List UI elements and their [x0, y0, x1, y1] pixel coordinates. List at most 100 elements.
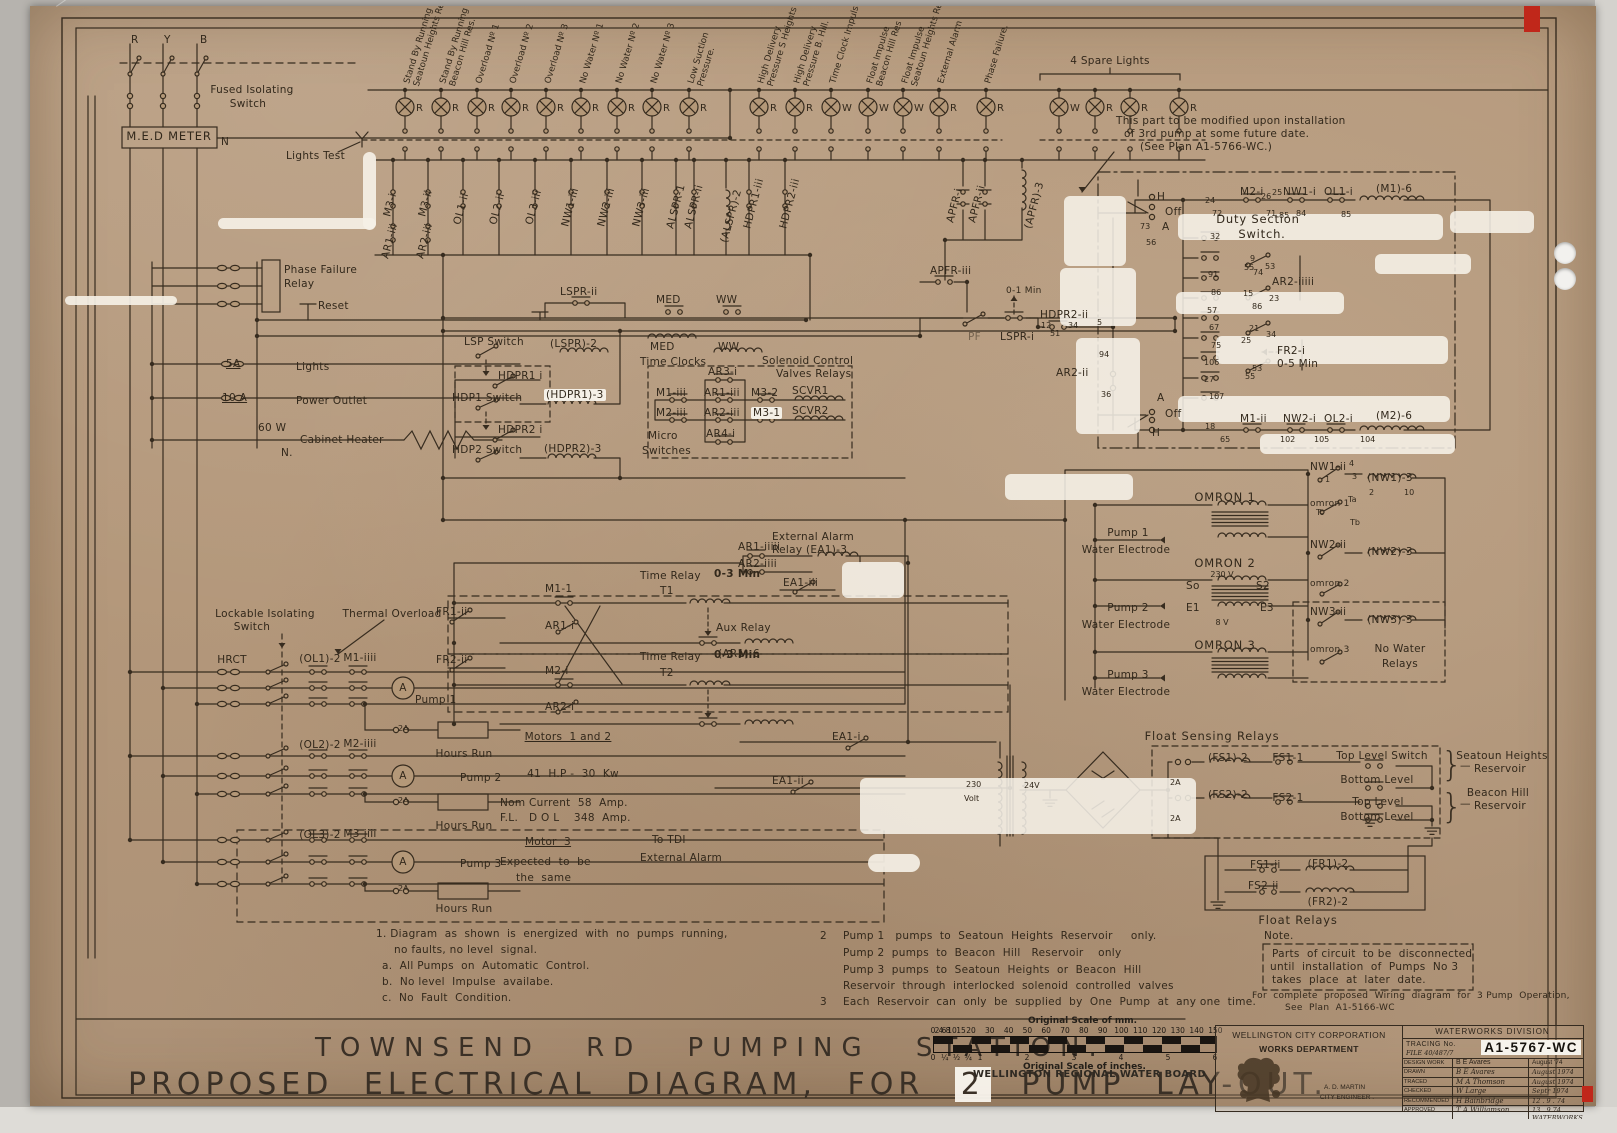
approval-row-signature: W Large	[1453, 1087, 1529, 1096]
svg-text:R: R	[522, 103, 529, 114]
scale-mm-tick: 8	[945, 1026, 951, 1035]
diagram-label: Time Clocks	[640, 356, 707, 368]
approval-row-date: August 1974	[1532, 1068, 1574, 1077]
svg-text:R: R	[557, 103, 564, 114]
diagram-label: 4	[1349, 459, 1355, 468]
svg-text:R: R	[950, 103, 957, 114]
approval-row-date: August '74	[1532, 1059, 1563, 1066]
scale-in-tick: 2	[1024, 1053, 1030, 1062]
scanner-edge-right	[1595, 0, 1617, 1133]
diagram-label: F.L. D O L 348 Amp.	[500, 812, 631, 824]
diagram-label: omron 1	[1310, 499, 1350, 509]
svg-text:W: W	[879, 103, 889, 114]
diagram-label: Reservoir	[1473, 800, 1527, 812]
scale-mm-tick: 30	[985, 1026, 995, 1035]
approval-row-signature: H Bainbridge	[1453, 1096, 1529, 1105]
svg-text:Phase Failure.: Phase Failure.	[983, 24, 1010, 85]
title-block: WELLINGTON CITY CORPORATION WORKS DEPART…	[1215, 1025, 1584, 1119]
diagram-label: (M1)-6	[1376, 183, 1413, 195]
diagram-label: Motors 1 and 2	[524, 731, 612, 743]
water-board-stamp: WELLINGTON REGIONAL WATER BOARD	[973, 1069, 1207, 1080]
scale-in-tick: 1	[977, 1053, 983, 1062]
approval-row-label: DRAWN	[1402, 1068, 1453, 1077]
diagram-label: FS2-1	[1272, 792, 1304, 804]
diagram-label: 106	[1204, 358, 1220, 367]
approval-row-signature: M A Thomson	[1453, 1077, 1529, 1087]
diagram-label: M2-iiii	[343, 738, 377, 750]
diagram-label: Parts of circuit to be disconnected	[1272, 948, 1473, 960]
diagram-label: 2A	[398, 884, 409, 893]
approval-row-label: DESIGN WORK	[1402, 1059, 1453, 1068]
diagram-label: 74	[1253, 268, 1264, 277]
diagram-label: M2-i	[1240, 186, 1264, 198]
scale-mm-tick: 90	[1097, 1026, 1108, 1035]
diagram-label: Pump 2	[1107, 602, 1149, 614]
diagram-label: 23	[1269, 294, 1280, 303]
diagram-label: EA1-ii	[772, 775, 804, 787]
diagram-label: H	[1152, 427, 1161, 439]
diagram-label: omron 2	[1310, 579, 1350, 589]
diagram-label: Lockable Isolating	[215, 608, 315, 620]
diagram-label: AR2-iiii	[738, 558, 778, 570]
diagram-label: 86	[1211, 288, 1222, 297]
diagram-label: AR1-iii	[704, 387, 740, 399]
diagram-label: Time Relay	[640, 651, 701, 663]
diagram-label: 56	[1146, 238, 1157, 247]
diagram-label: Switch	[233, 621, 271, 633]
diagram-label: (See Plan A1-5766-WC.)	[1140, 141, 1273, 153]
diagram-label: OMRON 1	[1194, 490, 1256, 504]
diagram-label: the same	[516, 872, 572, 884]
city-crest	[1237, 1057, 1280, 1102]
diagram-label: 25	[1272, 188, 1283, 197]
diagram-label: External Alarm	[772, 531, 854, 543]
diagram-label: Float Sensing Relays	[1144, 729, 1280, 743]
approval-row-signature: B E Avares	[1453, 1068, 1529, 1077]
diagram-label: 5A	[226, 358, 241, 370]
diagram-label: Beacon Hill	[1466, 787, 1530, 799]
diagram-label: NW3-ii	[1310, 606, 1347, 618]
diagram-label: Cabinet Heater	[300, 434, 384, 446]
diagram-label: AR2-ii	[1056, 367, 1089, 379]
svg-text:W: W	[1070, 103, 1080, 114]
diagram-label: B	[200, 34, 208, 46]
tracing-number: A1-5767-WC	[1481, 1040, 1581, 1055]
diagram-label: 24V	[1024, 781, 1040, 790]
diagram-label: 57	[1207, 306, 1218, 315]
diagram-label: Ta	[1348, 495, 1357, 504]
scale-in-tick: ¾	[964, 1053, 972, 1062]
diagram-label: 27	[1204, 375, 1215, 384]
diagram-label: H	[1157, 191, 1166, 203]
whiteout-patch	[1005, 474, 1133, 500]
diagram-label: 72	[1212, 209, 1223, 218]
scale-in-tick: 3	[1071, 1053, 1077, 1062]
diagram-label: 86	[1252, 302, 1263, 311]
diagram-label: FS1-1	[1272, 752, 1304, 764]
whiteout-patch	[1176, 292, 1344, 314]
approval-row-date: Septr 1974	[1532, 1087, 1569, 1096]
diagram-label: T2	[660, 667, 674, 679]
svg-text:Float ImpulseBeacon Hill Res: Float ImpulseBeacon Hill Res	[865, 17, 904, 88]
diagram-label: Valves Relays	[776, 368, 852, 380]
diagram-label: 2	[1369, 488, 1375, 497]
diagram-label: Micro	[648, 430, 678, 442]
approval-row-date: August 1974	[1532, 1077, 1574, 1086]
diagram-label: FR1-ii	[436, 606, 468, 618]
svg-text:R: R	[770, 103, 777, 114]
diagram-label: 12	[1041, 321, 1052, 330]
red-corner-mark	[1582, 1086, 1593, 1102]
diagram-label: Switch.	[1238, 227, 1286, 241]
diagram-label: (LSPR)-2	[550, 338, 598, 350]
diagram-label: 10 A	[222, 392, 248, 404]
diagram-label: 105	[1314, 435, 1330, 444]
diagram-label: NW2-i	[1283, 413, 1317, 425]
diagram-label: a. All Pumps on Automatic Control.	[382, 960, 590, 972]
diagram-label: Power Outlet	[296, 395, 368, 407]
whiteout-patch	[1064, 196, 1126, 266]
department-name: WORKS DEPARTMENT	[1259, 1044, 1359, 1054]
diagram-label: 34	[1068, 321, 1079, 330]
diagram-label: 5	[1097, 318, 1103, 327]
